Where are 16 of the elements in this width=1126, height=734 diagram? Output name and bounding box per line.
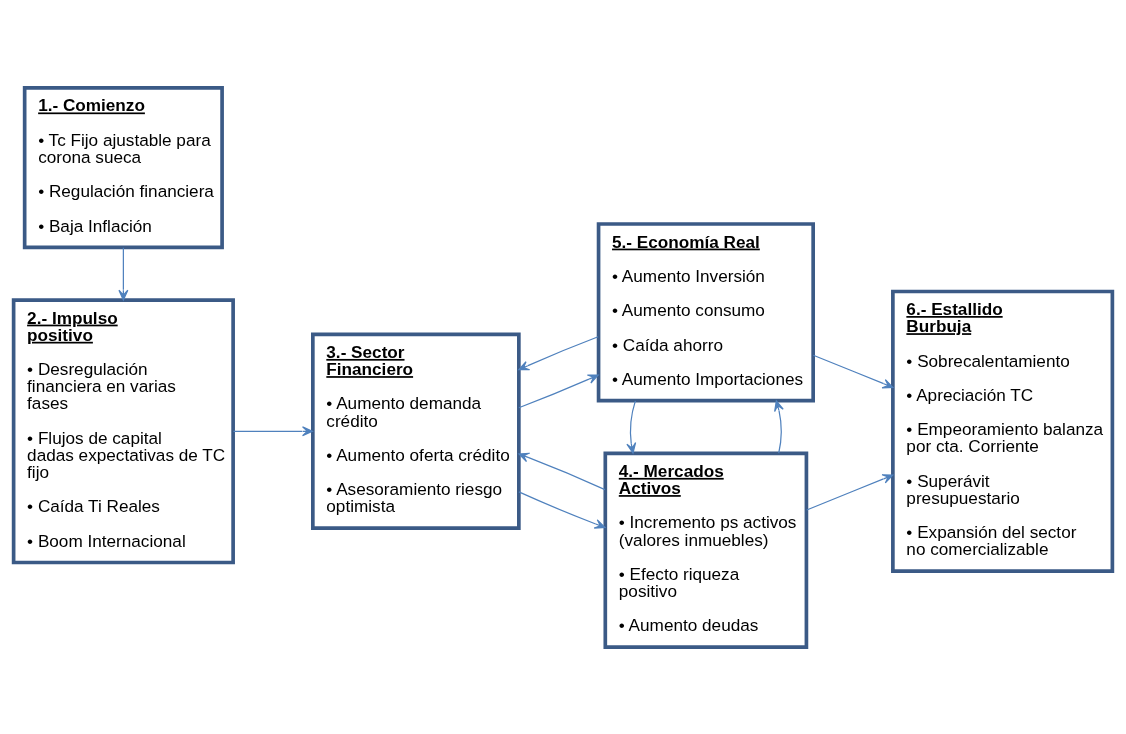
arrow (806, 473, 894, 511)
arrow (774, 399, 784, 454)
arrow (518, 490, 606, 529)
node-box: 6.- Estallido Burbuja • Sobrecalentamiento • Apreciación TC • Empeoramiento balanza por cta. Corriente • Superávit presupuestario • Expansión del sector no comercializable (891, 289, 1115, 573)
arrow (232, 425, 313, 436)
arrow (518, 373, 599, 408)
arrow (518, 335, 599, 370)
arrow (118, 246, 129, 301)
node-box: 4.- Mercados Activos • Incremento ps activos (valores inmuebles) • Efecto riqueza positivo • Aumento deudas (603, 451, 809, 649)
node-box: 1.- Comienzo • Tc Fijo ajustable para corona sueca • Regulación financiera • Baja Inflación (22, 85, 224, 249)
node-box: 3.- Sector Financiero • Aumento demanda crédito • Aumento oferta crédito • Asesoramiento riesgo optimista (311, 332, 521, 530)
node-box: 5.- Economía Real • Aumento Inversión • Aumento consumo • Caída ahorro • Aumento Importaciones (596, 221, 815, 402)
node-box: 2.- Impulso positivo • Desregulación financiera en varias fases • Flujos de capital dadas expectativas de TC fijo • Caída Ti Reales • Boom Internacional (11, 297, 235, 564)
arrow (812, 354, 894, 388)
arrow (518, 452, 606, 490)
arrow (626, 399, 637, 454)
